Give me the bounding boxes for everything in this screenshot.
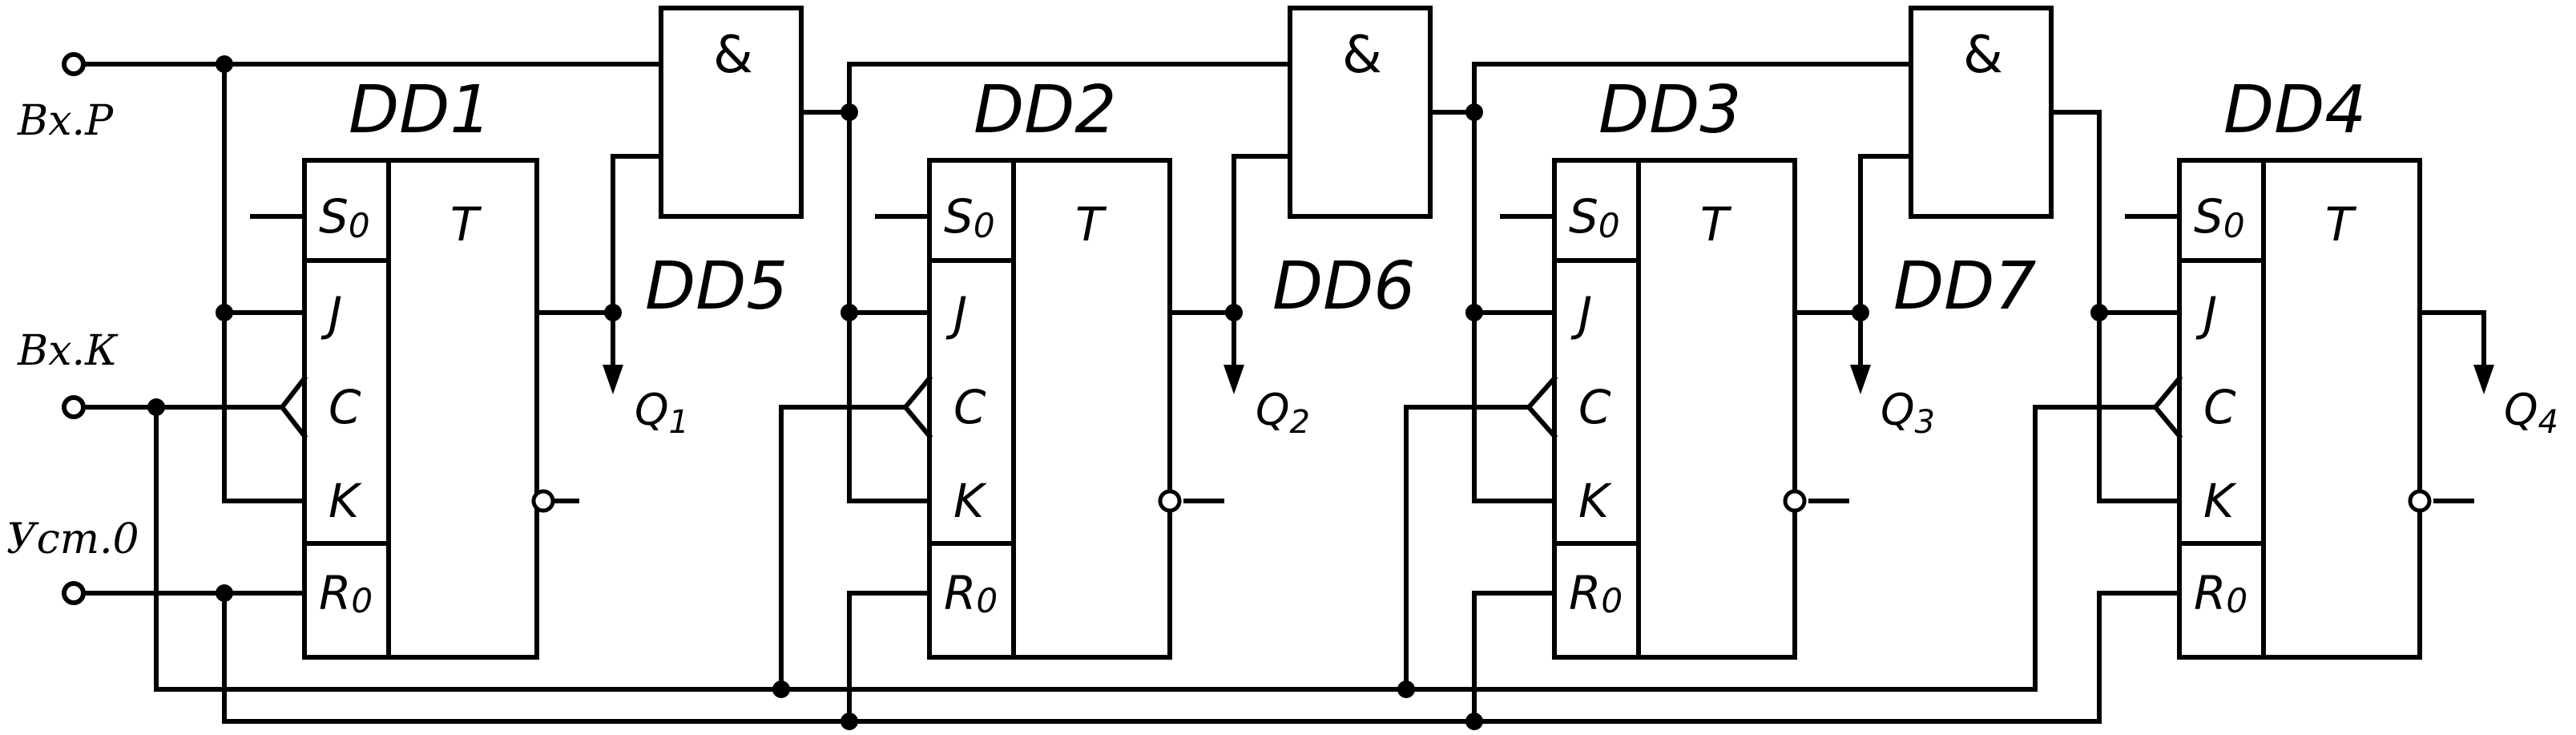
junction-dots	[147, 55, 2108, 730]
inverted-output-marker	[1783, 489, 1807, 513]
input-terminals	[62, 52, 86, 605]
pin-c-label: C	[953, 380, 986, 434]
pin-j-label: J	[320, 287, 342, 341]
inverted-output-marker	[2408, 489, 2432, 513]
pin-r-label: R0	[2194, 566, 2247, 620]
output-arrows	[603, 365, 2494, 394]
flipflop-body	[2177, 158, 2422, 660]
pin-c-label: C	[329, 380, 361, 434]
flipflop-body	[302, 158, 539, 660]
flipflop-body	[1552, 158, 1797, 660]
flipflop-dd1: DD1 S0 J C K R0 T	[302, 72, 555, 660]
input-reset-label: Уст.0	[6, 515, 139, 563]
inverted-output-marker	[531, 489, 555, 513]
flipflop-body	[927, 158, 1172, 660]
flipflop-type-label: T	[1700, 197, 1732, 252]
gate-body	[659, 6, 804, 219]
output-q3-label: Q3	[1881, 385, 1935, 441]
flipflop-dd4: DD4 S0 J C K R0 T	[2177, 72, 2432, 660]
clock-input-marks	[279, 374, 2183, 440]
pin-c-label: C	[1578, 380, 1611, 434]
flipflop-dd2: DD2 S0 J C K R0 T	[927, 72, 1182, 660]
pin-r-label: R0	[319, 566, 373, 620]
and-gate-dd5: & DD5	[645, 6, 804, 325]
pin-c-label: C	[2203, 380, 2236, 434]
input-p-label: Вх.Р	[17, 97, 114, 145]
flipflop-type-label: T	[1075, 197, 1107, 252]
input-k-label: Вх.К	[17, 327, 119, 375]
flipflop-dd3: DD3 S0 J C K R0 T	[1552, 72, 1807, 660]
flipflop-name: DD2	[974, 72, 1116, 148]
gate-symbol: &	[713, 26, 753, 85]
flipflop-name: DD4	[2223, 72, 2366, 148]
pin-j-label: J	[1570, 287, 1592, 341]
gate-body	[1909, 6, 2054, 219]
pin-j-label: J	[2195, 287, 2217, 341]
flipflop-name: DD3	[1598, 72, 1741, 148]
pin-r-label: R0	[944, 566, 998, 620]
pin-k-label: K	[1578, 474, 1612, 528]
flipflop-name: DD1	[349, 72, 491, 148]
pin-k-label: K	[953, 474, 987, 528]
pin-r-label: R0	[1569, 566, 1623, 620]
gate-name: DD7	[1893, 248, 2036, 325]
pin-k-label: K	[2203, 474, 2237, 528]
pin-k-label: K	[329, 474, 362, 528]
gate-symbol: &	[1342, 26, 1382, 85]
output-q2-label: Q2	[1256, 385, 1310, 441]
input-p-terminal	[62, 52, 86, 76]
and-gate-dd7: & DD7	[1893, 6, 2054, 325]
pin-s-label: S0	[944, 189, 995, 245]
gate-name: DD6	[1272, 248, 1415, 325]
input-k-terminal	[62, 395, 86, 419]
and-gate-dd6: & DD6	[1272, 6, 1433, 325]
pin-s-label: S0	[319, 189, 370, 245]
gate-symbol: &	[1963, 26, 2003, 85]
flipflop-type-label: T	[2325, 197, 2357, 252]
wiring	[71, 62, 2486, 724]
inverted-output-marker	[1158, 489, 1182, 513]
output-q4-label: Q4	[2504, 385, 2558, 441]
gate-body	[1288, 6, 1433, 219]
input-reset-terminal	[62, 581, 86, 605]
pin-s-label: S0	[2194, 189, 2245, 245]
output-q1-label: Q1	[635, 385, 689, 441]
gate-name: DD5	[645, 248, 788, 325]
pin-s-label: S0	[1569, 189, 1620, 245]
pin-j-label: J	[945, 287, 967, 341]
flipflop-type-label: T	[450, 197, 482, 252]
